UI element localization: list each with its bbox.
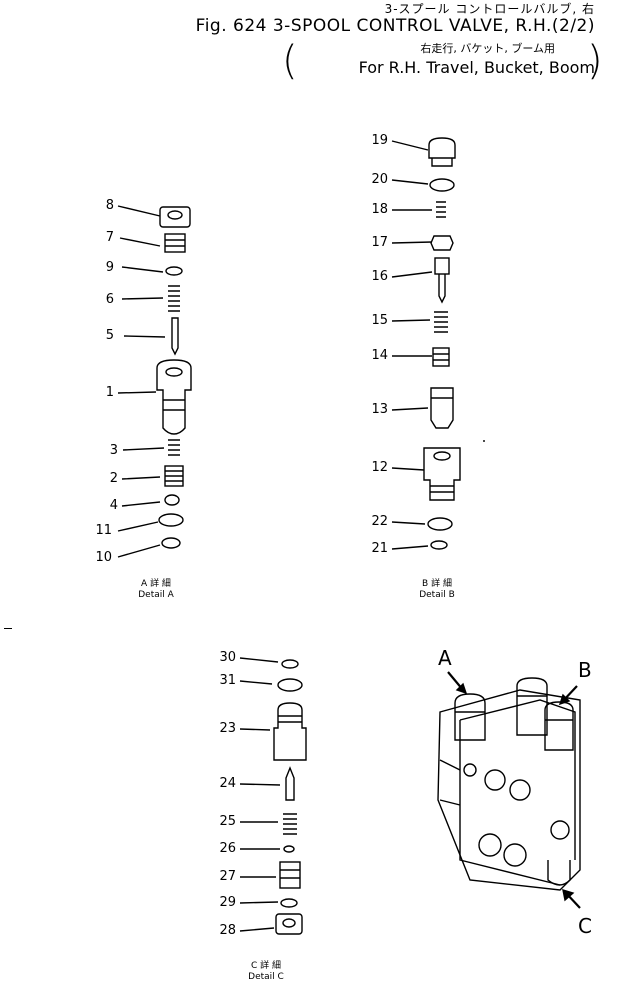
callout-11: 11 (95, 523, 112, 538)
figure-title: Fig. 624 3-SPOOL CONTROL VALVE, R.H.(2/2… (195, 16, 595, 36)
part-16-poppet (434, 257, 450, 275)
part-26-oring (283, 845, 295, 853)
close-parenthesis: ) (587, 38, 603, 84)
part-14-plug (432, 347, 450, 367)
assembly-cap-a (454, 693, 486, 741)
callout-21: 21 (371, 541, 388, 556)
callout-5: 5 (105, 328, 114, 343)
part-8-nut (159, 206, 191, 228)
callout-24: 24 (219, 776, 236, 791)
part-21-oring (430, 540, 448, 550)
part-27-plug (279, 861, 301, 889)
part-29-oring (280, 898, 298, 908)
callout-4: 4 (109, 498, 118, 513)
callout-12: 12 (371, 460, 388, 475)
part-19-cap (428, 137, 456, 159)
view-label-b: B (578, 658, 592, 682)
arrow-a-icon (455, 682, 468, 695)
part-22-oring (427, 517, 453, 531)
callout-15: 15 (371, 313, 388, 328)
callout-13: 13 (371, 402, 388, 417)
callout-7: 7 (105, 230, 114, 245)
part-20-oring (429, 178, 455, 192)
callout-1: 1 (105, 385, 114, 400)
detail-a-caption: Detail A (138, 590, 174, 600)
detail-a-parts (117, 205, 192, 558)
part-28-nut (275, 913, 303, 935)
callout-14: 14 (371, 348, 388, 363)
callout-19: 19 (371, 133, 388, 148)
callout-3: 3 (109, 443, 118, 458)
detail-c-caption: Detail C (248, 972, 284, 982)
part-17-nut (430, 235, 454, 251)
callout-28: 28 (219, 923, 236, 938)
callout-26: 26 (219, 841, 236, 856)
view-label-c: C (578, 914, 592, 938)
callout-25: 25 (219, 814, 236, 829)
margin-mark (4, 628, 12, 629)
part-11-oring (158, 513, 184, 527)
callout-29: 29 (219, 895, 236, 910)
callout-8: 8 (105, 198, 114, 213)
detail-c-caption-jp: C 詳 細 (250, 961, 281, 971)
callout-20: 20 (371, 172, 388, 187)
valve-assembly (437, 671, 581, 909)
part-31-oring (277, 678, 303, 692)
assembly-cap-b1 (516, 677, 548, 736)
callout-22: 22 (371, 514, 388, 529)
detail-c-parts (239, 657, 307, 935)
part-7-plug (164, 233, 186, 253)
part-30-oring (281, 659, 299, 669)
callout-16: 16 (371, 269, 388, 284)
callout-23: 23 (219, 721, 236, 736)
part-23-body (273, 702, 307, 761)
callout-31: 31 (219, 673, 236, 688)
callout-30: 30 (219, 650, 236, 665)
callout-9: 9 (105, 260, 114, 275)
callout-27: 27 (219, 869, 236, 884)
detail-b-parts (391, 137, 461, 550)
part-5-pin (171, 317, 179, 356)
part-6-spring (168, 285, 180, 312)
part-3-spring (168, 439, 180, 456)
part-12-body (423, 447, 461, 501)
part-13-sleeve (430, 387, 454, 429)
detail-b-caption: Detail B (419, 590, 455, 600)
part-24-pin (285, 766, 295, 801)
part-15-spring (434, 311, 448, 333)
part-9-oring (165, 266, 183, 276)
callout-18: 18 (371, 202, 388, 217)
part-25-spring (283, 813, 297, 835)
part-1-body (156, 359, 192, 435)
arrow-b-icon (558, 693, 571, 706)
part-18-spring (436, 201, 446, 218)
detail-b-caption-jp: B 詳 細 (422, 579, 452, 589)
part-4-oring (164, 494, 180, 506)
callout-2: 2 (109, 471, 118, 486)
japanese-subtitle: 右走行, バケット, ブーム用 (420, 42, 555, 55)
callout-6: 6 (105, 292, 114, 307)
figure-subtitle: For R.H. Travel, Bucket, Boom (358, 58, 595, 77)
detail-a-caption-jp: A 詳 細 (141, 579, 171, 589)
callout-17: 17 (371, 235, 388, 250)
japanese-title: 3-スプール コントロールバルブ, 右 (384, 2, 595, 16)
arrow-c-icon (562, 888, 575, 902)
callout-10: 10 (95, 550, 112, 565)
part-10-oring (161, 537, 181, 549)
view-label-a: A (438, 646, 452, 670)
open-parenthesis: ( (282, 38, 298, 84)
